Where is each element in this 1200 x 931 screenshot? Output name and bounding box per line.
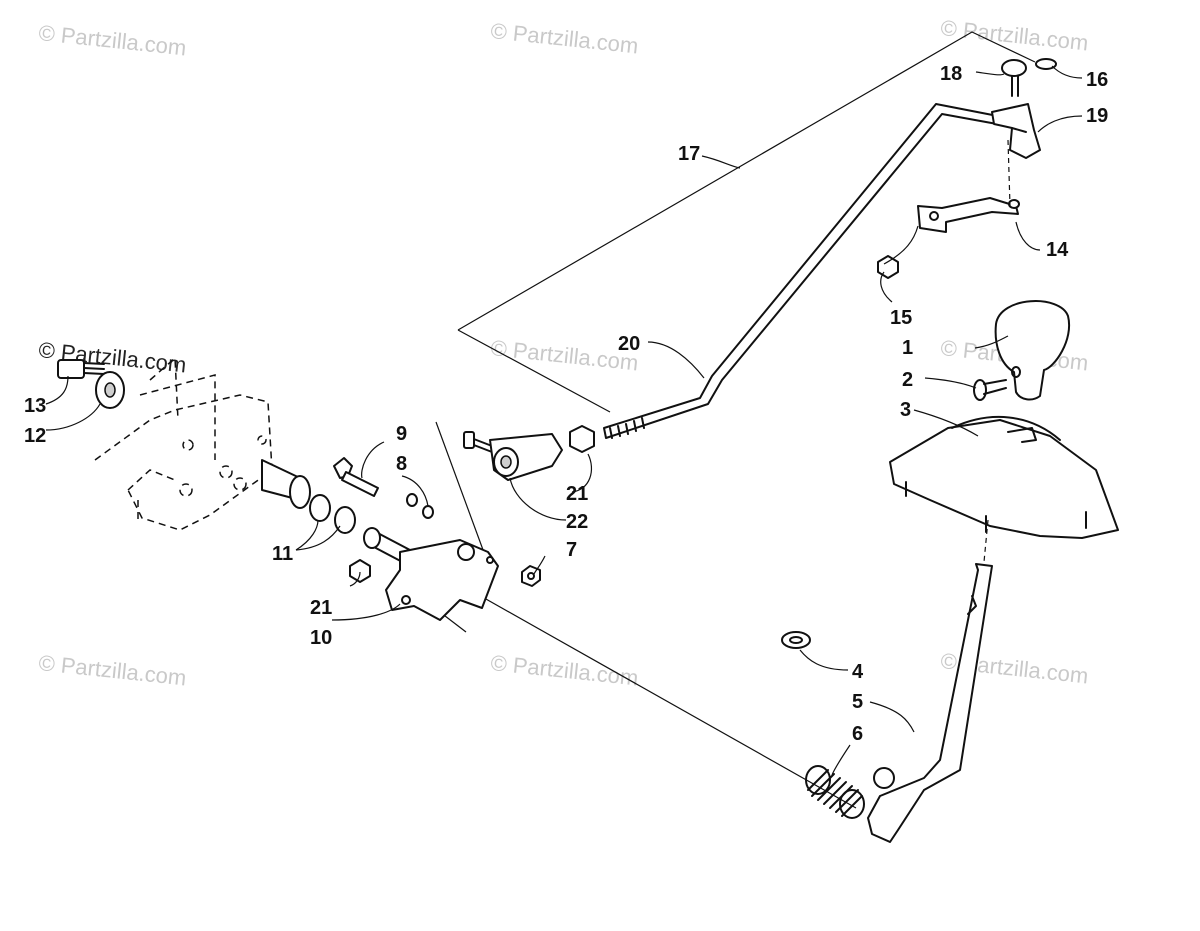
knob-part-1 — [994, 300, 1071, 401]
callout-16: 16 — [1086, 69, 1108, 91]
callout-12: 12 — [24, 425, 46, 447]
watermark-bottom-left: © Partzilla.com — [37, 650, 187, 690]
callout-11: 11 — [272, 543, 293, 565]
spring-alignment-line — [469, 589, 857, 809]
callout-labels: 1 2 3 4 5 6 7 8 9 10 11 12 13 14 15 16 1… — [24, 63, 1108, 745]
watermark-top-left: © Partzilla.com — [37, 20, 187, 60]
callout-10: 10 — [310, 627, 332, 649]
callout-6: 6 — [852, 723, 863, 745]
bolt-part-13 — [57, 359, 105, 379]
shift-rod-part-20 — [603, 103, 1009, 439]
callout-3: 3 — [900, 399, 911, 421]
callout-4: 4 — [852, 661, 864, 683]
callout-13: 13 — [24, 395, 46, 417]
lever-alignment-line — [983, 519, 989, 563]
pivot-shaft-part-10 — [363, 527, 499, 621]
o-rings-part-11 — [309, 494, 356, 534]
callout-5: 5 — [852, 691, 863, 713]
screw-part-2 — [973, 379, 1007, 401]
callout-9: 9 — [396, 423, 407, 445]
callout-21-rod: 21 — [566, 483, 588, 505]
cover-part-3 — [889, 415, 1119, 539]
watermark-top-right: © Partzilla.com — [939, 15, 1089, 55]
callout-18: 18 — [940, 63, 962, 85]
callout-19: 19 — [1086, 105, 1108, 127]
watermark-top-center: © Partzilla.com — [489, 18, 639, 58]
knob-alignment-line — [1007, 139, 1011, 207]
pin-part-9 — [333, 457, 379, 497]
rod-assembly-bracket — [457, 31, 1036, 413]
frame-bracket — [94, 356, 273, 531]
clip-part-16 — [1035, 58, 1057, 70]
washers-part-8 — [406, 493, 434, 519]
nut-part-15 — [877, 255, 899, 279]
bracket-part-19 — [991, 103, 1041, 159]
callout-7: 7 — [566, 539, 577, 561]
callout-17: 17 — [678, 143, 700, 165]
grommet-part-4 — [781, 631, 811, 649]
nut-part-21-left — [349, 559, 371, 583]
callout-8: 8 — [396, 453, 407, 475]
spring-part-6 — [805, 765, 865, 819]
leader-lines — [45, 65, 1083, 776]
nut-part-21-rod — [569, 425, 595, 453]
callout-21-left: 21 — [310, 597, 332, 619]
callout-1: 1 — [902, 337, 913, 359]
callout-20: 20 — [618, 333, 640, 355]
callout-2: 2 — [902, 369, 913, 391]
frame-tube — [261, 459, 311, 509]
washer-part-12 — [95, 371, 125, 409]
bolt-part-18 — [1001, 59, 1027, 97]
callout-15: 15 — [890, 307, 912, 329]
callout-14: 14 — [1046, 239, 1069, 261]
callout-22: 22 — [566, 511, 588, 533]
arm-part-14 — [917, 197, 1020, 233]
rod-end-part-22 — [463, 431, 563, 481]
watermark-bottom-center: © Partzilla.com — [489, 650, 639, 690]
lever-part-5 — [867, 563, 993, 843]
